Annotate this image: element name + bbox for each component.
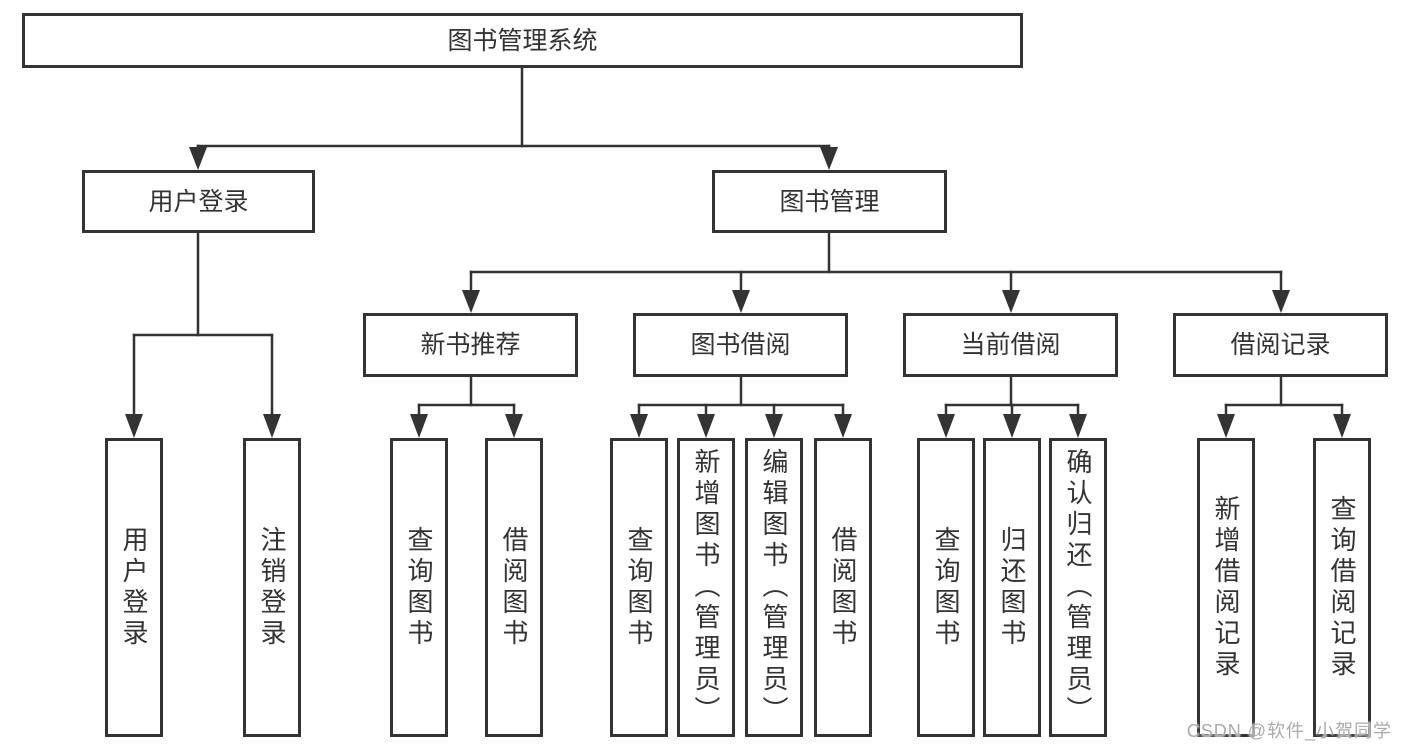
leaf-recommend-borrow-book: 借阅图书 (485, 438, 543, 737)
leaf-query-borrow-record: 查询借阅记录 (1313, 438, 1371, 737)
leaf-confirm-return-admin-label: 确认归还（管理员） (1063, 448, 1093, 727)
node-new-book-recommend-label: 新书推荐 (420, 331, 521, 359)
node-root-label: 图书管理系统 (447, 26, 598, 55)
leaf-return-book: 归还图书 (983, 438, 1041, 737)
leaf-query-borrow-record-label: 查询借阅记录 (1327, 494, 1357, 681)
node-new-book-recommend: 新书推荐 (363, 313, 578, 377)
leaf-logout: 注销登录 (243, 438, 301, 737)
node-current-borrowing: 当前借阅 (903, 313, 1118, 377)
leaf-recommend-query-book-label: 查询图书 (404, 525, 434, 650)
node-book-management-label: 图书管理 (779, 187, 880, 216)
leaf-add-borrow-record-label: 新增借阅记录 (1211, 494, 1241, 681)
node-root: 图书管理系统 (22, 13, 1023, 68)
node-current-borrowing-label: 当前借阅 (960, 331, 1061, 359)
leaf-recommend-borrow-book-label: 借阅图书 (499, 525, 529, 650)
leaf-borrowing-query-book: 查询图书 (610, 438, 668, 737)
leaf-recommend-query-book: 查询图书 (390, 438, 448, 737)
node-book-borrowing-label: 图书借阅 (690, 331, 791, 359)
leaf-edit-book-admin-label: 编辑图书（管理员） (759, 448, 789, 727)
leaf-add-book-admin-label: 新增图书（管理员） (691, 448, 721, 727)
leaf-add-borrow-record: 新增借阅记录 (1197, 438, 1255, 737)
leaf-borrowing-borrow-book-label: 借阅图书 (828, 525, 858, 650)
leaf-borrowing-borrow-book: 借阅图书 (814, 438, 872, 737)
leaf-current-query-book: 查询图书 (917, 438, 975, 737)
leaf-current-query-book-label: 查询图书 (931, 525, 961, 650)
node-book-management: 图书管理 (712, 170, 947, 233)
leaf-user-login: 用户登录 (105, 438, 163, 737)
watermark: CSDN @软件_小贺同学 (1186, 721, 1392, 741)
node-borrow-records: 借阅记录 (1173, 313, 1388, 377)
node-user-login-label: 用户登录 (148, 187, 249, 216)
leaf-add-book-admin: 新增图书（管理员） (677, 438, 735, 737)
node-book-borrowing: 图书借阅 (633, 313, 848, 377)
leaf-return-book-label: 归还图书 (997, 525, 1027, 650)
node-user-login: 用户登录 (82, 170, 315, 233)
node-borrow-records-label: 借阅记录 (1230, 331, 1331, 359)
leaf-logout-label: 注销登录 (257, 525, 287, 650)
leaf-borrowing-query-book-label: 查询图书 (624, 525, 654, 650)
leaf-user-login-label: 用户登录 (119, 525, 149, 650)
leaf-confirm-return-admin: 确认归还（管理员） (1049, 438, 1107, 737)
leaf-edit-book-admin: 编辑图书（管理员） (745, 438, 803, 737)
